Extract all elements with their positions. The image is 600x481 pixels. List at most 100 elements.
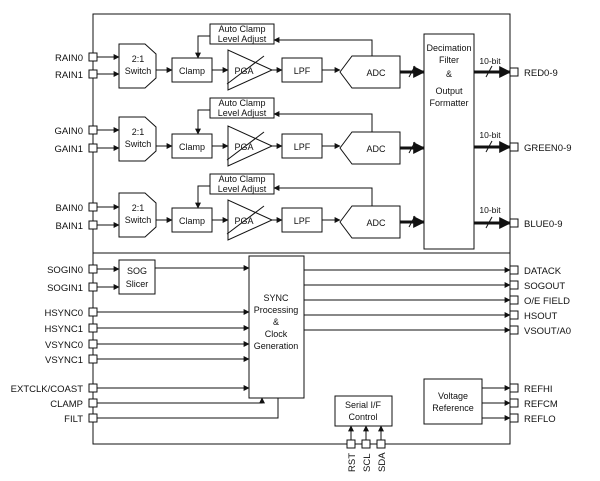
pin-reflo [509,413,519,423]
label-gain0: GAIN0 [54,126,83,137]
label-hsync1: HSYNC1 [44,324,83,335]
label-sogin1: SOGIN1 [47,283,83,294]
sync-outputs: DATACK SOGOUT O/E FIELD HSOUT VSOUT/A0 [304,265,571,337]
label-clamp: CLAMP [50,399,83,410]
pin-gain1 [88,143,98,153]
svg-text:Switch: Switch [125,66,152,76]
pin-red [509,67,519,77]
green-channel: GAIN0 GAIN1 2:1 Switch Clamp PGA LPF ADC… [54,97,426,167]
label-blue: BLUE0-9 [524,219,563,230]
svg-text:SYNC: SYNC [263,293,289,303]
pin-hsync1 [88,323,98,333]
label-hsout: HSOUT [524,311,557,322]
pin-refhi [509,383,519,393]
pin-blue [509,218,519,228]
auto-clamp-red [209,23,275,45]
svg-text:SOG: SOG [127,266,147,276]
decimation-block [423,33,475,250]
svg-text:Level Adjust: Level Adjust [218,108,267,118]
pin-scl [361,439,371,449]
sog-section: SOGIN0 SOGIN1 SOG Slicer [47,259,250,295]
svg-text:Formatter: Formatter [429,98,468,108]
pin-gain0 [88,125,98,135]
pin-vsync0 [88,339,98,349]
pin-datack [509,265,519,275]
svg-text:Auto Clamp: Auto Clamp [218,24,265,34]
pin-rain1 [88,69,98,79]
red-channel: RAIN0 RAIN1 2:1 Switch Clamp PGA LPF ADC… [55,23,426,91]
svg-text:Filter: Filter [439,55,459,65]
label-bain1: BAIN1 [56,221,83,232]
label-red: RED0-9 [524,68,558,79]
svg-text:10-bit: 10-bit [479,130,501,140]
auto-clamp-blue [209,173,275,195]
label-reflo: REFLO [524,414,556,425]
label-rain1: RAIN1 [55,70,83,81]
pin-extclk [88,383,98,393]
svg-text:&: & [273,317,279,327]
svg-text:Auto Clamp: Auto Clamp [218,98,265,108]
label-sogout: SOGOUT [524,281,565,292]
pin-sogout [509,280,519,290]
svg-text:10-bit: 10-bit [479,56,501,66]
svg-text:Switch: Switch [125,215,152,225]
svg-text:Auto Clamp: Auto Clamp [218,174,265,184]
pga-blue [227,199,274,241]
svg-text:Clamp: Clamp [179,142,205,152]
pin-rain0 [88,52,98,62]
svg-text:Clamp: Clamp [179,66,205,76]
clamp-blue [171,207,213,233]
pin-rst [346,439,356,449]
pin-hsync0 [88,307,98,317]
svg-text:2:1: 2:1 [132,203,145,213]
label-bain0: BAIN0 [56,203,83,214]
svg-text:ADC: ADC [366,218,386,228]
label-vsync0: VSYNC0 [45,340,83,351]
svg-text:&: & [446,69,452,79]
svg-text:LPF: LPF [294,66,311,76]
svg-text:Slicer: Slicer [126,279,149,289]
pin-refcm [509,398,519,408]
svg-text:Voltage: Voltage [438,391,468,401]
serial-if-control [334,395,393,427]
label-rst: RST [347,453,358,472]
pin-oe-field [509,295,519,305]
label-filt: FILT [64,414,83,425]
svg-text:2:1: 2:1 [132,127,145,137]
svg-text:Switch: Switch [125,139,152,149]
svg-text:ADC: ADC [366,68,386,78]
label-vsout: VSOUT/A0 [524,326,571,337]
svg-text:Generation: Generation [254,341,299,351]
label-rain0: RAIN0 [55,53,83,64]
label-oe-field: O/E FIELD [524,296,570,307]
svg-text:LPF: LPF [294,142,311,152]
svg-text:Serial I/F: Serial I/F [345,400,382,410]
pga-green [227,125,274,167]
switch-blue [118,192,157,238]
serial-if-section: Serial I/F Control RST SCL SDA [334,395,393,472]
label-extclk: EXTCLK/COAST [11,384,84,395]
label-scl: SCL [362,454,373,472]
pin-vsync1 [88,354,98,364]
svg-text:Decimation: Decimation [426,43,471,53]
label-green: GREEN0-9 [524,143,572,154]
clamp-red [171,57,213,83]
label-vsync1: VSYNC1 [45,355,83,366]
label-sda: SDA [377,452,388,472]
pga-red [227,49,274,91]
label-sogin0: SOGIN0 [47,265,83,276]
switch-green [118,116,157,162]
svg-text:ADC: ADC [366,144,386,154]
label-hsync0: HSYNC0 [44,308,83,319]
auto-clamp-green [209,97,275,119]
pin-green [509,142,519,152]
rgb-outputs: 10-bit RED0-9 10-bit GREEN0-9 10-bit BLU… [474,56,572,230]
svg-text:Control: Control [348,412,377,422]
sog-slicer [118,259,156,295]
voltage-reference [423,378,483,425]
pin-sogin0 [88,264,98,274]
sync-block [248,255,305,399]
svg-text:Clamp: Clamp [179,216,205,226]
label-datack: DATACK [524,266,562,277]
